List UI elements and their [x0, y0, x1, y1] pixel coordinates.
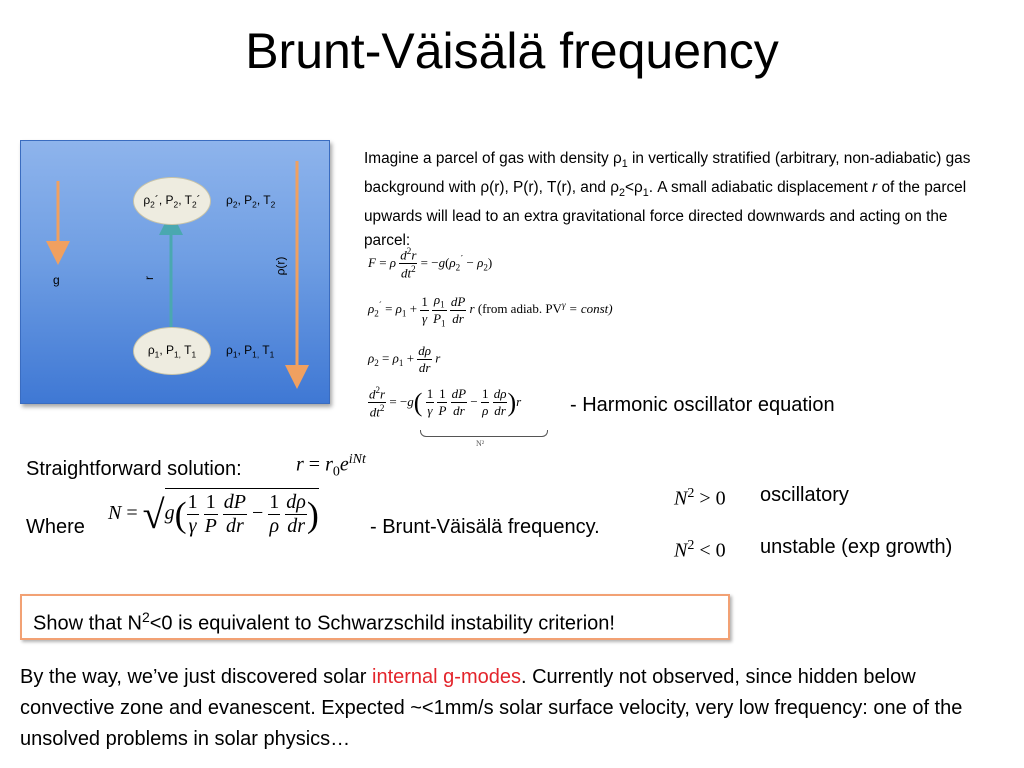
- diagram-arrows: [46, 161, 309, 389]
- intro-paragraph: Imagine a parcel of gas with density ρ1 …: [364, 150, 971, 250]
- n2-underbrace: [420, 430, 548, 437]
- g-modes-highlight: internal g-modes: [372, 666, 521, 688]
- g-label: g: [53, 273, 60, 287]
- n2-underbrace-label: N²: [476, 439, 485, 448]
- where-label: Where: [26, 516, 85, 538]
- harmonic-label: - Harmonic oscillator equation: [570, 394, 835, 416]
- lower-background-label: ρ1, P1, T1: [226, 343, 275, 360]
- rho-r-label: ρ(r): [273, 256, 288, 276]
- parcel-diagram: g r ρ(r) ρ2´, P2, T2´ ρ2, P2, T2 ρ1, P1,…: [20, 140, 330, 404]
- upper-parcel: ρ2´, P2, T2´: [133, 177, 211, 225]
- upper-background-label: ρ2, P2, T2: [226, 193, 276, 210]
- r-label: r: [142, 276, 156, 280]
- case-positive-label: oscillatory: [760, 484, 849, 506]
- page-title: Brunt-Väisälä frequency: [245, 23, 779, 79]
- solution-label: Straightforward solution:: [26, 458, 242, 480]
- lower-parcel: ρ1, P1, T1: [133, 327, 211, 375]
- case-negative-equation: N2 < 0: [674, 538, 726, 562]
- bv-frequency-label: - Brunt-Väisälä frequency.: [370, 516, 600, 538]
- closing-paragraph: By the way, we’ve just discovered solar …: [20, 666, 963, 750]
- solution-equation: r = r0eiNt: [296, 452, 366, 480]
- case-positive-equation: N2 > 0: [674, 486, 726, 510]
- exercise-box: Show that N2<0 is equivalent to Schwarzs…: [20, 594, 730, 640]
- case-negative-label: unstable (exp growth): [760, 536, 953, 558]
